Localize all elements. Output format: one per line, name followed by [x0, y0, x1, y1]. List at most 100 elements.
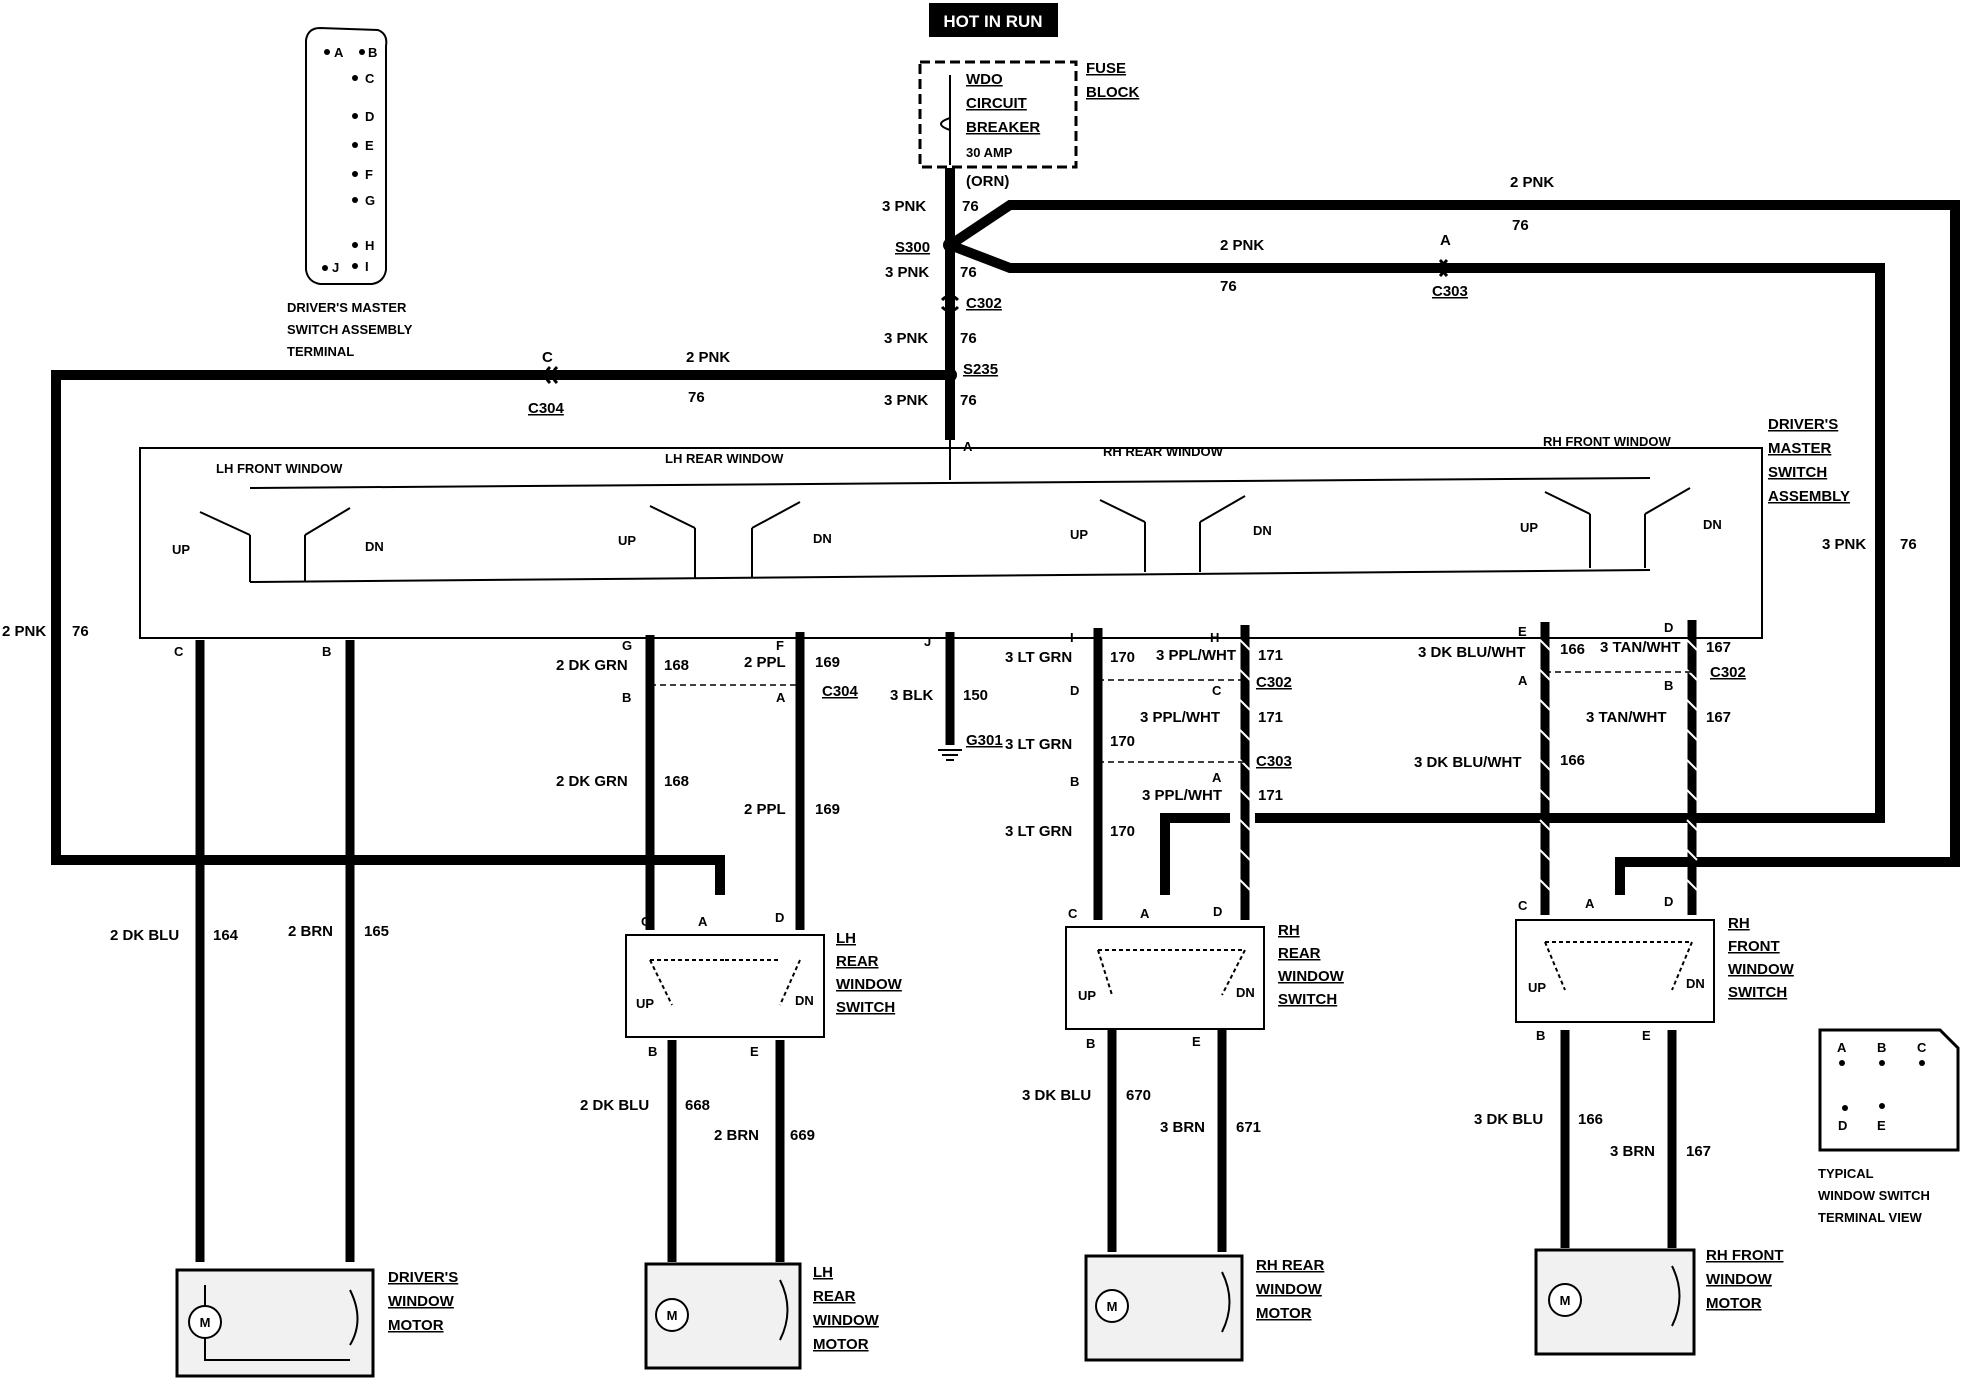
svg-text:C: C	[1917, 1040, 1927, 1055]
svg-text:UP: UP	[1520, 520, 1538, 535]
svg-text:167: 167	[1706, 709, 1731, 726]
svg-text:C303: C303	[1256, 753, 1292, 770]
svg-text:UP: UP	[1528, 980, 1546, 995]
svg-text:J: J	[332, 260, 339, 275]
hot-in-run-badge: HOT IN RUN	[929, 3, 1058, 37]
svg-text:76: 76	[960, 392, 977, 409]
svg-text:MOTOR: MOTOR	[813, 1336, 869, 1353]
svg-text:D: D	[1664, 894, 1673, 909]
svg-text:76: 76	[960, 330, 977, 347]
svg-text:2 PNK: 2 PNK	[1510, 174, 1554, 191]
svg-text:B: B	[368, 45, 377, 60]
svg-text:76: 76	[962, 198, 979, 215]
svg-text:A: A	[1518, 673, 1528, 688]
svg-text:WINDOW: WINDOW	[1278, 968, 1345, 985]
svg-text:2 BRN: 2 BRN	[714, 1127, 759, 1144]
svg-text:I: I	[1070, 630, 1074, 645]
svg-text:M: M	[1107, 1299, 1118, 1314]
svg-text:2 DK BLU: 2 DK BLU	[110, 927, 179, 944]
svg-text:670: 670	[1126, 1087, 1151, 1104]
svg-text:171: 171	[1258, 787, 1283, 804]
svg-text:WINDOW SWITCH: WINDOW SWITCH	[1818, 1188, 1930, 1203]
svg-text:C: C	[1518, 898, 1528, 913]
svg-text:G301: G301	[966, 732, 1003, 749]
svg-text:REAR: REAR	[836, 953, 879, 970]
svg-text:D: D	[1664, 620, 1673, 635]
svg-text:H: H	[1210, 630, 1219, 645]
svg-text:SWITCH: SWITCH	[1278, 991, 1337, 1008]
svg-text:WINDOW: WINDOW	[813, 1312, 880, 1329]
svg-text:LH: LH	[813, 1264, 833, 1281]
svg-text:669: 669	[790, 1127, 815, 1144]
svg-text:2 PNK: 2 PNK	[1220, 237, 1264, 254]
svg-text:TERMINAL VIEW: TERMINAL VIEW	[1818, 1210, 1922, 1225]
svg-text:TERMINAL: TERMINAL	[287, 344, 354, 359]
svg-text:D: D	[1070, 683, 1079, 698]
rh-rear-window-switch: C A D B E UP DN RH REAR WINDOW SWITCH 3 …	[1022, 904, 1345, 1136]
svg-text:B: B	[1070, 774, 1079, 789]
svg-text:C302: C302	[1256, 674, 1292, 691]
svg-text:C: C	[641, 914, 651, 929]
rh-front-window-motor: M RH FRONT WINDOW MOTOR	[1534, 1247, 1784, 1356]
svg-text:DRIVER'S: DRIVER'S	[1768, 416, 1838, 433]
svg-text:165: 165	[364, 923, 389, 940]
svg-text:RH: RH	[1728, 915, 1750, 932]
svg-text:M: M	[1560, 1293, 1571, 1308]
svg-text:3 DK BLU/WHT: 3 DK BLU/WHT	[1418, 644, 1526, 661]
striped-wires	[1239, 639, 1698, 891]
svg-text:LH: LH	[836, 930, 856, 947]
svg-text:170: 170	[1110, 733, 1135, 750]
svg-text:2 PNK: 2 PNK	[686, 349, 730, 366]
svg-text:76: 76	[1900, 536, 1917, 553]
svg-text:DRIVER'S: DRIVER'S	[388, 1269, 458, 1286]
svg-text:WDO: WDO	[966, 71, 1003, 88]
svg-text:3 BLK: 3 BLK	[890, 687, 934, 704]
svg-text:RH: RH	[1278, 922, 1300, 939]
svg-text:166: 166	[1578, 1111, 1603, 1128]
svg-text:A: A	[1212, 770, 1222, 785]
svg-text:WINDOW: WINDOW	[1706, 1271, 1773, 1288]
svg-text:171: 171	[1258, 709, 1283, 726]
svg-text:G: G	[365, 193, 375, 208]
svg-text:D: D	[1838, 1118, 1847, 1133]
lh-rear-window-switch: C A D B E UP DN LH REAR WINDOW SWITCH 2 …	[580, 910, 903, 1144]
svg-text:UP: UP	[172, 542, 190, 557]
svg-text:170: 170	[1110, 823, 1135, 840]
svg-text:168: 168	[664, 657, 689, 674]
svg-text:B: B	[648, 1044, 657, 1059]
svg-text:3 LT GRN: 3 LT GRN	[1005, 823, 1072, 840]
svg-text:3 PNK: 3 PNK	[884, 392, 928, 409]
drivers-window-motor: M DRIVER'S WINDOW MOTOR	[175, 1268, 458, 1378]
svg-text:S235: S235	[963, 361, 998, 378]
svg-text:M: M	[200, 1315, 211, 1330]
svg-text:HOT IN RUN: HOT IN RUN	[943, 12, 1042, 31]
svg-text:DN: DN	[1686, 976, 1705, 991]
svg-text:166: 166	[1560, 641, 1585, 658]
svg-text:3 DK BLU: 3 DK BLU	[1474, 1111, 1543, 1128]
svg-text:76: 76	[72, 623, 89, 640]
svg-text:WINDOW: WINDOW	[1256, 1281, 1323, 1298]
svg-text:167: 167	[1706, 639, 1731, 656]
window-switch-terminal-view: A B C D E TYPICAL WINDOW SWITCH TERMINAL…	[1818, 1028, 1960, 1225]
svg-text:J: J	[924, 634, 931, 649]
svg-text:SWITCH: SWITCH	[1768, 464, 1827, 481]
svg-text:M: M	[667, 1308, 678, 1323]
svg-text:3 PNK: 3 PNK	[885, 264, 929, 281]
svg-text:2 PNK: 2 PNK	[2, 623, 46, 640]
svg-text:2 DK BLU: 2 DK BLU	[580, 1097, 649, 1114]
svg-text:F: F	[776, 638, 784, 653]
svg-text:FRONT: FRONT	[1728, 938, 1780, 955]
svg-text:H: H	[365, 238, 374, 253]
svg-text:UP: UP	[1078, 988, 1096, 1003]
svg-text:3 DK BLU/WHT: 3 DK BLU/WHT	[1414, 754, 1522, 771]
svg-text:RH FRONT: RH FRONT	[1706, 1247, 1784, 1264]
svg-text:ASSEMBLY: ASSEMBLY	[1768, 488, 1850, 505]
svg-text:SWITCH ASSEMBLY: SWITCH ASSEMBLY	[287, 322, 413, 337]
svg-text:C: C	[542, 349, 553, 366]
svg-text:164: 164	[213, 927, 239, 944]
rh-front-window-switch: C A D B E UP DN RH FRONT WINDOW SWITCH 3…	[1474, 894, 1795, 1160]
svg-text:D: D	[775, 910, 784, 925]
svg-text:DN: DN	[795, 993, 814, 1008]
svg-text:A: A	[1440, 232, 1451, 249]
